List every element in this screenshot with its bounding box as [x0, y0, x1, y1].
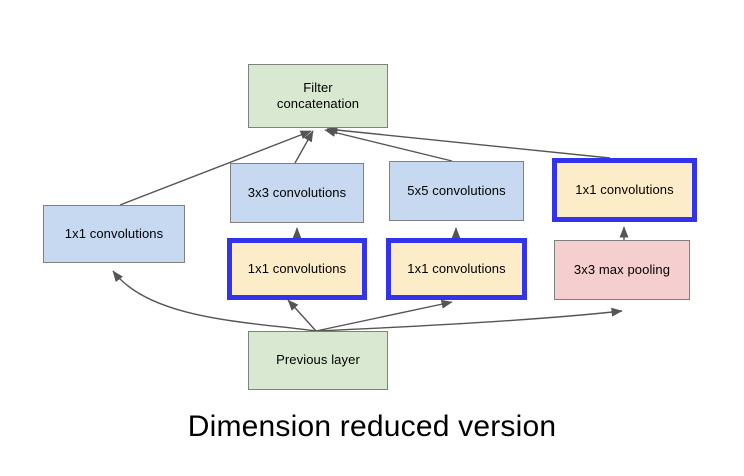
edge-previous-to-reduce-a	[287, 299, 317, 332]
edge-conv5x5-to-concat	[324, 128, 453, 162]
edge-previous-to-conv1x1-left	[112, 270, 317, 332]
node-conv-1x1-reduce-b-label: 1x1 convolutions	[407, 260, 506, 276]
edge-previous-to-reduce-b	[315, 299, 453, 332]
edge-conv3x3-to-concat	[294, 130, 314, 164]
node-conv-1x1-reduce-b[interactable]: 1x1 convolutions	[386, 238, 527, 300]
node-max-pool-3x3-label: 3x3 max pooling	[573, 261, 671, 277]
node-filter-concatenation-label: Filter concatenation	[277, 80, 359, 113]
edge-previous-to-maxpool	[315, 307, 623, 332]
node-conv-3x3-label: 3x3 convolutions	[247, 184, 347, 200]
node-conv-1x1-reduce-a-label: 1x1 convolutions	[247, 260, 347, 276]
node-conv-1x1-top-right[interactable]: 1x1 convolutions	[552, 158, 697, 222]
node-conv-1x1-top-right-label: 1x1 convolutions	[575, 181, 674, 197]
node-previous-layer-label: Previous layer	[276, 352, 360, 368]
node-conv-1x1-left-label: 1x1 convolutions	[64, 225, 164, 241]
node-previous-layer[interactable]: Previous layer	[248, 331, 388, 390]
node-max-pool-3x3[interactable]: 3x3 max pooling	[554, 240, 690, 300]
node-conv-1x1-left[interactable]: 1x1 convolutions	[43, 205, 185, 263]
node-conv-5x5[interactable]: 5x5 convolutions	[389, 161, 524, 221]
figure-caption: Dimension reduced version	[187, 410, 557, 443]
label-line-2: concatenation	[276, 96, 360, 111]
edge-conv1x1-top-right-to-concat	[326, 125, 611, 159]
node-conv-5x5-label: 5x5 convolutions	[407, 182, 506, 198]
node-conv-3x3[interactable]: 3x3 convolutions	[230, 163, 364, 223]
node-conv-1x1-reduce-a[interactable]: 1x1 convolutions	[227, 238, 367, 300]
edge-conv1x1-left-to-concat	[119, 130, 312, 206]
label-line-1: Filter	[303, 79, 333, 95]
node-filter-concatenation[interactable]: Filter concatenation	[248, 64, 388, 128]
